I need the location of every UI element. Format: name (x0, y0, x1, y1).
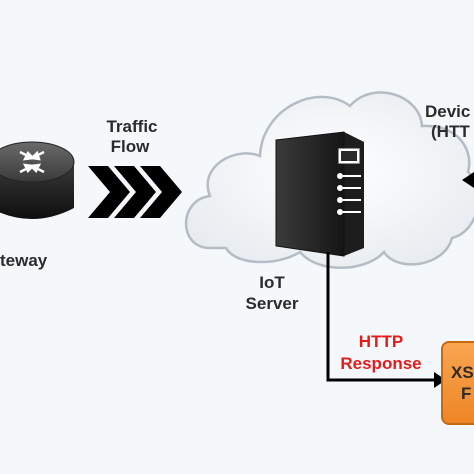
device-label-line2: (HTT (431, 122, 470, 141)
xss-label-line2: F (461, 384, 471, 403)
server-icon (275, 131, 364, 257)
http-response-label-line1: HTTP (359, 332, 403, 351)
arrowhead-icon (462, 172, 474, 188)
chevron-arrow-icon (114, 166, 156, 218)
gateway-label: teway (0, 251, 48, 270)
http-response-label-line2: Response (340, 354, 421, 373)
traffic-flow-arrows (88, 166, 182, 218)
device-arrow (462, 172, 474, 188)
traffic-flow-label-line2: Flow (111, 137, 150, 156)
chevron-arrow-icon (140, 166, 182, 218)
router-icon (0, 141, 75, 219)
xss-box (441, 341, 474, 425)
iot-server-label-line2: Server (246, 294, 299, 313)
http-response-arrow (326, 252, 446, 388)
arrowhead-icon (434, 372, 446, 388)
xss-label-line1: XS (451, 363, 474, 382)
iot-server-label-line1: IoT (259, 273, 285, 292)
device-label-line1: Devic (425, 102, 470, 121)
traffic-flow-label-line1: Traffic (106, 117, 157, 136)
chevron-arrow-icon (88, 166, 130, 218)
